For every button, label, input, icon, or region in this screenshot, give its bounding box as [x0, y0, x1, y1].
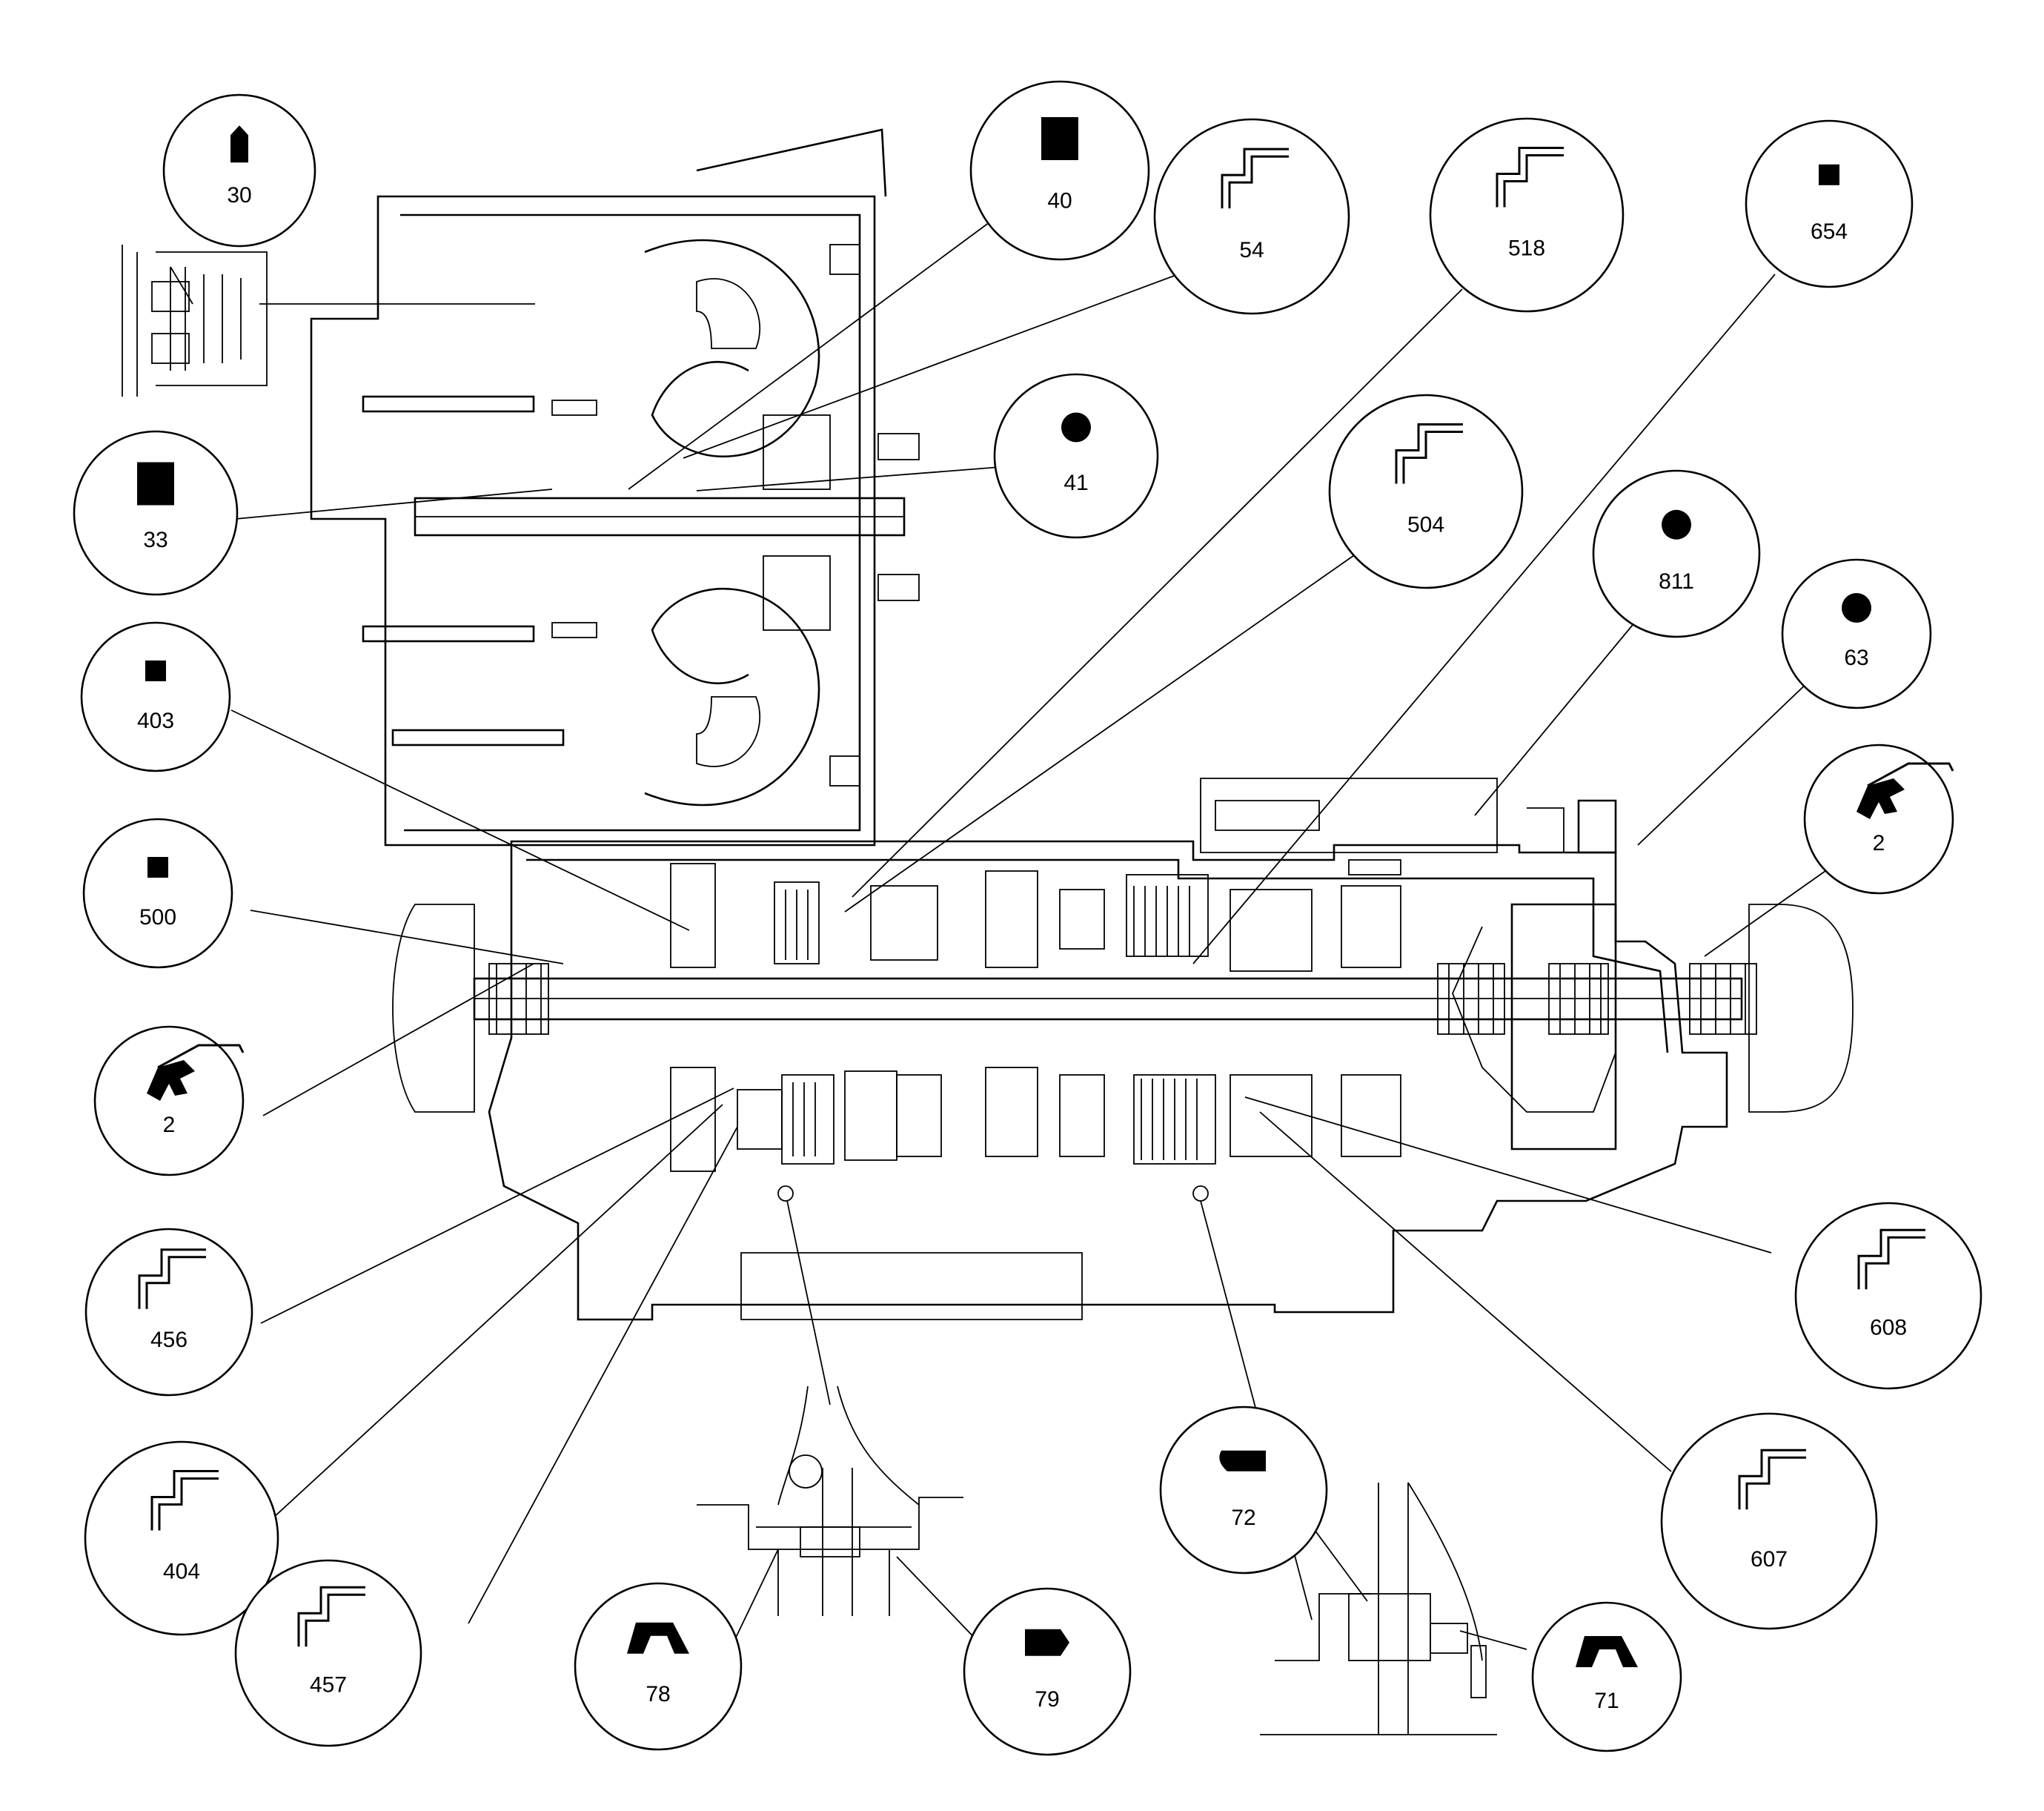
- callout-circle: [969, 80, 1150, 261]
- callout-circle: [1531, 1601, 1682, 1752]
- callout-456: 456: [84, 1228, 253, 1397]
- callout-label: 403: [137, 709, 174, 733]
- callout-circle: [162, 93, 316, 248]
- callout-71: 71: [1531, 1601, 1682, 1752]
- callout-63: 63: [1781, 558, 1932, 709]
- callout-label: 457: [310, 1673, 347, 1698]
- callout-circle: [93, 1025, 245, 1176]
- callout-circle: [574, 1582, 743, 1751]
- callout-circle: [1429, 117, 1625, 313]
- pill-tab-icon: [1219, 1450, 1266, 1471]
- callout-404: 404: [84, 1440, 279, 1636]
- callout-label: 456: [150, 1328, 188, 1352]
- callout-54: 54: [1153, 118, 1350, 315]
- callout-79: 79: [963, 1587, 1132, 1756]
- callout-circle: [1153, 118, 1350, 315]
- callout-label: 2: [163, 1113, 176, 1137]
- callout-label: 607: [1751, 1547, 1788, 1572]
- circle-dot-icon: [1662, 509, 1691, 540]
- callout-circle: [82, 818, 233, 969]
- seal-profile-icon: [1221, 148, 1289, 209]
- callout-30: 30: [162, 93, 316, 248]
- callout-circle: [963, 1587, 1132, 1756]
- callout-circle: [1781, 558, 1932, 709]
- pentagon-tab-icon: [1025, 1629, 1069, 1656]
- callout-label: 33: [143, 528, 167, 552]
- seal-profile-icon: [150, 1470, 219, 1531]
- transaxle-drawing: [310, 128, 1854, 1321]
- callout-circle: [84, 1440, 279, 1636]
- callout-label: 2: [1873, 831, 1885, 855]
- callout-78: 78: [574, 1582, 743, 1751]
- callout-circle: [1803, 744, 1954, 895]
- seal-profile-icon: [1395, 423, 1463, 484]
- callout-circle: [84, 1228, 253, 1397]
- callout-518: 518: [1429, 117, 1625, 313]
- callout-label: 54: [1239, 238, 1264, 262]
- leader-lines: [170, 222, 1831, 1650]
- seal-profile-icon: [1857, 1228, 1925, 1290]
- callout-circle: [234, 1559, 422, 1747]
- callout-label: 811: [1659, 569, 1694, 594]
- callout-label: 608: [1870, 1316, 1907, 1340]
- callout-circle: [73, 430, 239, 596]
- callout-label: 504: [1407, 513, 1444, 537]
- square-small-icon: [147, 857, 168, 878]
- bullet-tab-icon: [230, 125, 248, 163]
- trapezoid-icon: [1576, 1636, 1638, 1667]
- square-small-icon: [1819, 164, 1839, 185]
- trapezoid-icon: [627, 1622, 689, 1654]
- seal-profile-icon: [1738, 1449, 1806, 1510]
- seal-profile-icon: [138, 1248, 206, 1309]
- callout-504: 504: [1328, 394, 1524, 589]
- callout-label: 41: [1064, 471, 1088, 495]
- callout-500: 500: [82, 818, 233, 969]
- inset-detail-71-72: [1260, 1482, 1497, 1735]
- seal-profile-icon: [297, 1586, 365, 1647]
- callout-circle: [1592, 469, 1761, 638]
- circle-dot-icon: [1842, 593, 1871, 623]
- inset-detail-78-79: [697, 1385, 963, 1616]
- callout-457: 457: [234, 1559, 422, 1747]
- callout-33: 33: [73, 430, 239, 596]
- callout-40: 40: [969, 80, 1150, 261]
- callout-72: 72: [1159, 1406, 1328, 1575]
- square-large-icon: [137, 462, 174, 506]
- callout-label: 654: [1811, 219, 1848, 244]
- callout-2: 2: [1803, 744, 1954, 895]
- callout-608: 608: [1794, 1202, 1982, 1390]
- callout-label: 71: [1594, 1689, 1619, 1713]
- callout-label: 518: [1508, 236, 1545, 261]
- callout-label: 63: [1844, 646, 1868, 670]
- callout-654: 654: [1745, 119, 1914, 288]
- callout-label: 79: [1035, 1687, 1059, 1712]
- callout-403: 403: [80, 621, 231, 772]
- callout-label: 72: [1231, 1506, 1255, 1530]
- callout-41: 41: [993, 373, 1159, 539]
- callout-label: 78: [646, 1682, 670, 1706]
- callout-bubbles: 30 40 54 518 654 41 33 504 811 63 403 2 500 2 608 456 40…: [73, 80, 1982, 1756]
- lip-seal-icon: [147, 1044, 245, 1101]
- callout-circle: [1328, 394, 1524, 589]
- callout-circle: [1159, 1406, 1328, 1575]
- callout-circle: [80, 621, 231, 772]
- circle-dot-icon: [1061, 412, 1091, 443]
- callout-label: 30: [227, 183, 251, 208]
- seal-profile-icon: [1496, 147, 1564, 208]
- inset-detail-30: [122, 245, 268, 397]
- callout-circle: [993, 373, 1159, 539]
- callout-2: 2: [93, 1025, 245, 1176]
- callout-circle: [1660, 1412, 1878, 1630]
- callout-811: 811: [1592, 469, 1761, 638]
- callout-circle: [1745, 119, 1914, 288]
- square-small-icon: [145, 660, 166, 681]
- callout-label: 500: [139, 905, 176, 930]
- callout-label: 404: [163, 1560, 200, 1584]
- square-large-icon: [1041, 117, 1078, 160]
- callout-circle: [1794, 1202, 1982, 1390]
- callout-607: 607: [1660, 1412, 1878, 1630]
- lip-seal-icon: [1856, 762, 1954, 819]
- callout-label: 40: [1047, 188, 1072, 213]
